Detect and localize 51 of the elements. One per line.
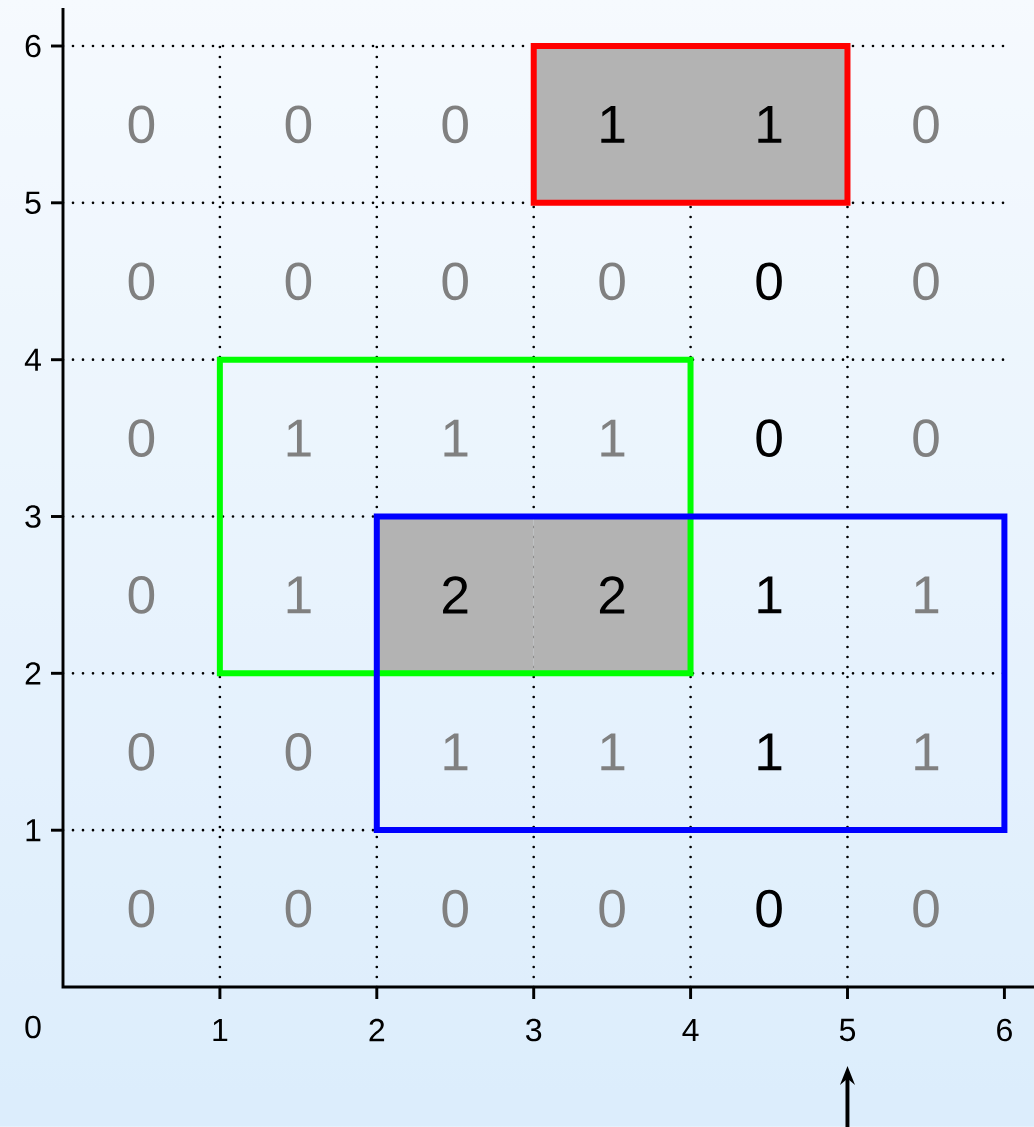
tick-label: 3 <box>526 1018 542 1042</box>
cell-value: 0 <box>128 262 155 301</box>
cell-value: 2 <box>599 576 625 614</box>
cell-value: 0 <box>756 889 782 928</box>
cell-value: 0 <box>442 262 468 301</box>
cell-value: 0 <box>128 576 155 614</box>
cell-value: 1 <box>601 733 625 771</box>
cell-value: 1 <box>287 576 311 614</box>
cell-value: 2 <box>443 576 468 614</box>
cell-value: 0 <box>128 732 155 771</box>
cell-value: 0 <box>756 419 782 457</box>
cell-value: 0 <box>285 889 312 928</box>
cell-value: 0 <box>599 262 625 301</box>
cell-value: 0 <box>285 732 312 771</box>
cell-value: 0 <box>442 105 468 144</box>
cell-value: 0 <box>128 889 155 928</box>
cell-value: 1 <box>601 419 625 457</box>
cell-value: 1 <box>915 733 939 771</box>
cell-value: 1 <box>444 733 468 771</box>
tick-label: 4 <box>24 348 41 371</box>
cell-value: 0 <box>128 419 155 457</box>
tick-label: 5 <box>25 191 41 214</box>
cell-value: 1 <box>758 733 782 771</box>
tick-label: 1 <box>26 819 41 842</box>
cell-value: 0 <box>128 105 155 144</box>
tick-label: 6 <box>25 34 41 58</box>
cell-value: 1 <box>915 576 939 614</box>
cell-value: 0 <box>756 262 782 301</box>
tick-label: 4 <box>682 1019 699 1041</box>
cell-value: 1 <box>444 419 468 457</box>
cell-value: 0 <box>285 105 312 144</box>
tick-label: 1 <box>213 1019 228 1041</box>
cell-value: 0 <box>913 105 939 144</box>
tick-label: 6 <box>997 1018 1012 1042</box>
highlight-rectangle <box>216 356 694 677</box>
highlight-rectangle <box>373 513 1008 834</box>
cell-value: 1 <box>601 106 625 143</box>
cell-value: 1 <box>758 106 782 143</box>
cell-value: 0 <box>913 419 939 457</box>
cell-value: 0 <box>913 889 939 928</box>
tick-label: 5 <box>839 1018 856 1042</box>
cell-value: 0 <box>913 262 939 301</box>
tick-label: 2 <box>25 662 41 685</box>
cell-value: 1 <box>758 576 782 614</box>
cell-value: 1 <box>287 419 311 457</box>
cell-value: 0 <box>442 889 468 928</box>
tick-label: 2 <box>369 1018 385 1042</box>
cell-value: 0 <box>285 262 312 301</box>
cell-value: 0 <box>599 889 625 928</box>
tick-label: 0 <box>25 1015 41 1039</box>
tick-label: 3 <box>25 505 41 528</box>
